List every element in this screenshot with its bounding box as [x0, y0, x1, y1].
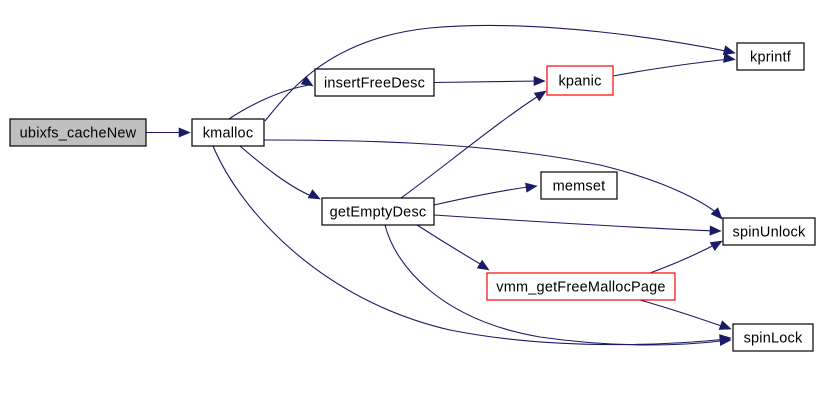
edge-kmalloc-to-getEmptyDesc	[239, 145, 317, 199]
edge-vmm_getFreeMallocPage-to-spinUnlock	[649, 241, 721, 274]
arrowhead-to-spinUnlock	[709, 225, 722, 236]
edge-kmalloc-to-insertFreeDesc	[228, 84, 310, 120]
node-spinLock[interactable]: spinLock	[732, 323, 814, 352]
arrowhead-to-memset	[525, 182, 538, 193]
arrowhead-to-spinLock	[719, 335, 732, 347]
edge-getEmptyDesc-to-spinUnlock	[433, 214, 718, 232]
arrowhead-to-kpanic	[533, 75, 546, 87]
arrowheads-layer	[178, 45, 736, 347]
node-label-getEmptyDesc: getEmptyDesc	[330, 204, 427, 220]
arrowhead-to-spinUnlock	[709, 240, 723, 252]
node-label-insertFreeDesc: insertFreeDesc	[324, 75, 425, 91]
arrowhead-to-kpanic	[533, 90, 547, 102]
node-label-memset: memset	[553, 178, 606, 194]
node-box-kprintf[interactable]	[736, 42, 805, 71]
edge-getEmptyDesc-to-spinLock	[384, 224, 728, 346]
arrowhead-to-spinLock	[718, 320, 732, 330]
edge-getEmptyDesc-to-kpanic	[400, 92, 544, 199]
node-box-getEmptyDesc[interactable]	[321, 197, 435, 226]
node-insertFreeDesc[interactable]: insertFreeDesc	[314, 68, 435, 97]
arrowhead-to-getEmptyDesc	[307, 189, 321, 200]
node-box-ubixfs_cacheNew[interactable]	[9, 118, 147, 147]
node-memset[interactable]: memset	[540, 171, 618, 200]
edge-kpanic-to-kprintf	[612, 58, 732, 77]
node-label-spinUnlock: spinUnlock	[733, 224, 806, 240]
node-kpanic[interactable]: kpanic	[546, 65, 614, 96]
node-label-ubixfs_cacheNew: ubixfs_cacheNew	[20, 125, 137, 141]
node-box-insertFreeDesc[interactable]	[314, 68, 435, 97]
arrowhead-to-spinUnlock	[710, 207, 723, 220]
edge-getEmptyDesc-to-memset	[433, 185, 536, 206]
node-ubixfs_cacheNew[interactable]: ubixfs_cacheNew	[9, 118, 147, 147]
node-vmm_getFreeMallocPage[interactable]: vmm_getFreeMallocPage	[486, 272, 676, 301]
node-label-kprintf: kprintf	[750, 49, 792, 65]
node-kprintf[interactable]: kprintf	[736, 42, 805, 71]
node-kmalloc[interactable]: kmalloc	[191, 118, 265, 147]
node-box-spinUnlock[interactable]	[722, 217, 816, 246]
edge-kmalloc-to-spinLock	[212, 145, 728, 346]
node-box-kpanic[interactable]	[546, 65, 614, 96]
arrowhead-to-kmalloc	[178, 127, 191, 138]
node-getEmptyDesc[interactable]: getEmptyDesc	[321, 197, 435, 226]
node-box-kmalloc[interactable]	[191, 118, 265, 147]
edge-getEmptyDesc-to-vmm_getFreeMallocPage	[416, 224, 488, 269]
edge-insertFreeDesc-to-kpanic	[433, 80, 542, 84]
arrowhead-to-vmm_getFreeMallocPage	[476, 259, 490, 271]
nodes-layer: ubixfs_cacheNew kmalloc insertFreeDesc kpan…	[9, 42, 816, 352]
node-box-memset[interactable]	[540, 171, 618, 200]
node-label-vmm_getFreeMallocPage: vmm_getFreeMallocPage	[496, 279, 665, 295]
node-box-vmm_getFreeMallocPage[interactable]	[486, 272, 676, 301]
node-box-spinLock[interactable]	[732, 323, 814, 352]
edge-kmalloc-to-spinUnlock	[263, 139, 723, 219]
edge-vmm_getFreeMallocPage-to-spinLock	[639, 299, 728, 329]
node-label-kpanic: kpanic	[558, 73, 601, 89]
node-label-spinLock: spinLock	[744, 330, 803, 346]
edge-kmalloc-to-kprintf	[264, 24, 732, 122]
node-label-kmalloc: kmalloc	[203, 125, 254, 141]
arrowhead-to-insertFreeDesc	[300, 75, 314, 87]
arrowhead-to-kprintf	[723, 52, 736, 63]
node-spinUnlock[interactable]: spinUnlock	[722, 217, 816, 246]
arrowhead-to-kprintf	[722, 45, 736, 56]
